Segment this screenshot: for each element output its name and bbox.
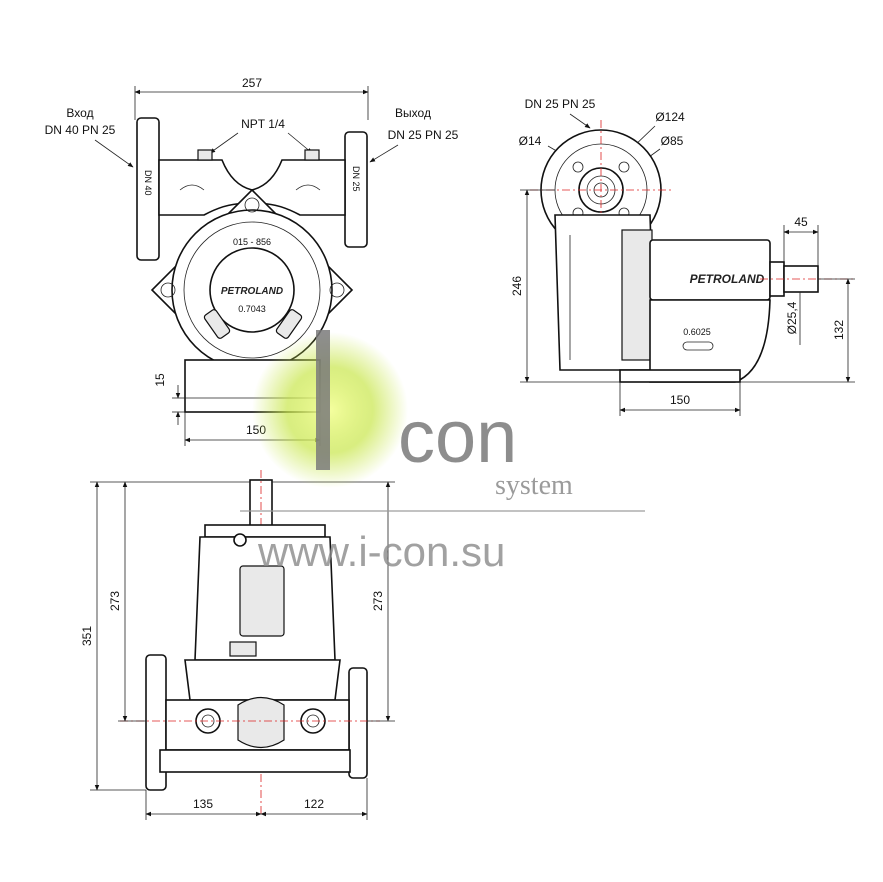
total-height-dimension: 351 xyxy=(80,626,94,646)
inlet-title: Вход xyxy=(66,106,93,120)
shaft-diameter-dimension: Ø25,4 xyxy=(785,301,799,334)
bore-dimension: Ø85 xyxy=(661,134,684,148)
cover-code: 015 - 856 xyxy=(233,237,271,247)
inlet-spec: DN 40 PN 25 xyxy=(45,123,116,137)
hole-dimension: Ø14 xyxy=(519,134,542,148)
side-brand: PETROLAND xyxy=(690,272,765,286)
watermark-url: www.i-con.su xyxy=(257,528,505,575)
watermark: con system www.i-con.su xyxy=(240,330,645,575)
flange-right-mark: DN 25 xyxy=(351,166,361,192)
left-height-dimension: 273 xyxy=(108,591,122,611)
watermark-logo-text: con xyxy=(398,395,517,478)
logo-i-bar xyxy=(316,330,330,470)
left-offset-dimension: 135 xyxy=(193,797,213,811)
outlet-spec: DN 25 PN 25 xyxy=(388,128,459,142)
bottom-view: 351 273 273 135 122 xyxy=(80,470,395,820)
right-height-dimension: 273 xyxy=(371,591,385,611)
cover-brand: PETROLAND xyxy=(221,286,283,297)
cover-number: 0.7043 xyxy=(238,304,266,314)
width-dimension: 257 xyxy=(242,76,262,90)
right-offset-dimension: 122 xyxy=(304,797,324,811)
side-view: DN 25 PN 25 Ø124 Ø14 Ø85 PETROLAND 0.602… xyxy=(510,97,855,416)
outlet-title: Выход xyxy=(395,106,431,120)
foot-height-dimension: 15 xyxy=(153,373,167,387)
bolt-circle-dimension: Ø124 xyxy=(655,110,685,124)
side-flange-spec: DN 25 PN 25 xyxy=(525,97,596,111)
watermark-tagline: system xyxy=(495,470,573,501)
side-base-dimension: 150 xyxy=(670,393,690,407)
port-thread-label: NPT 1/4 xyxy=(241,117,285,131)
side-height-dimension: 246 xyxy=(510,276,524,296)
shaft-length-dimension: 45 xyxy=(794,215,808,229)
gear-number: 0.6025 xyxy=(683,327,711,337)
front-view: 257 Вход DN 40 PN 25 Выход DN 25 PN 25 N… xyxy=(45,76,459,446)
shaft-height-dimension: 132 xyxy=(832,320,846,340)
flange-left-mark: DN 40 xyxy=(143,170,153,196)
